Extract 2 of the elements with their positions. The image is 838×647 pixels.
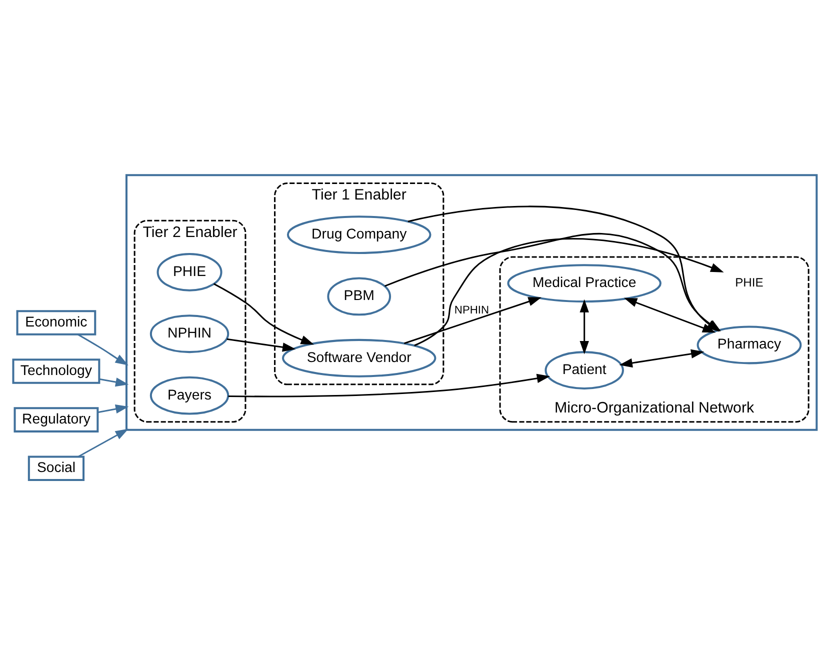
- edge-label: NPHIN: [454, 304, 490, 316]
- node-text: PHIE: [735, 275, 764, 290]
